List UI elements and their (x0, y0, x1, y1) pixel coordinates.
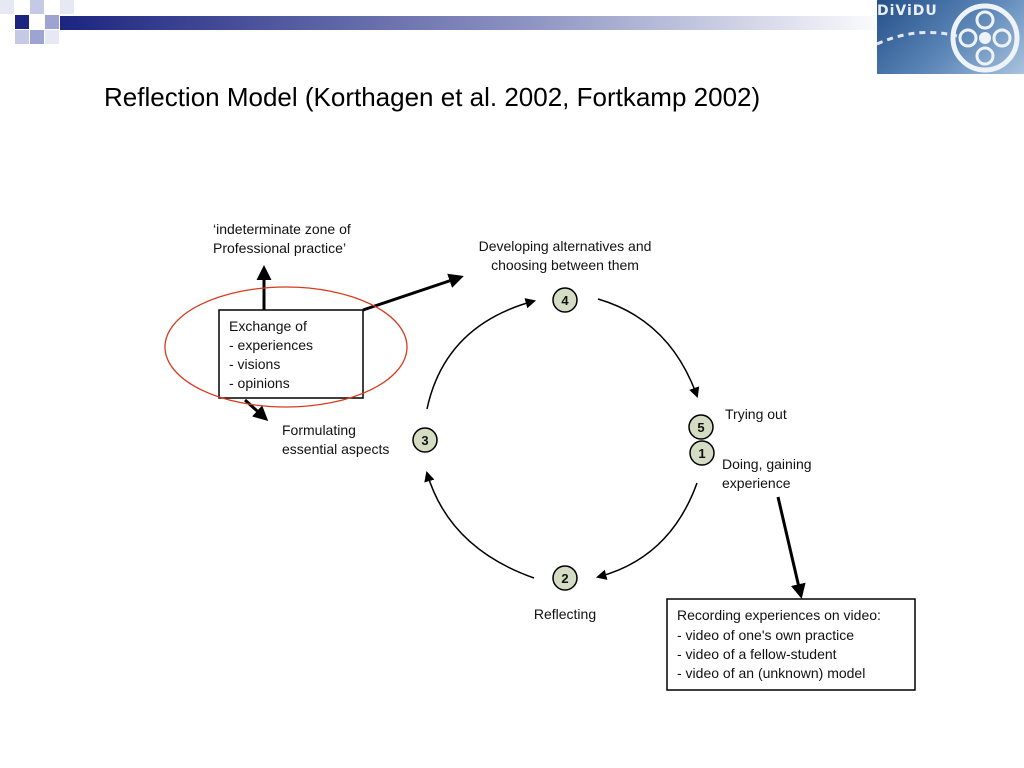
arrow-to-formulating (243, 398, 269, 422)
exchange-line: - experiences (229, 337, 313, 353)
step3-label-line: Formulating (282, 422, 356, 438)
logo-text: DiViDU (877, 3, 938, 19)
exchange-line: - opinions (229, 375, 290, 391)
step2-number: 2 (561, 571, 568, 586)
exchange-line: Exchange of (229, 318, 307, 334)
arrow-to-recording (776, 496, 806, 599)
deco-square (15, 15, 29, 29)
recording-line: Recording experiences on video: (677, 607, 881, 623)
film-reel-icon (877, 3, 1020, 73)
highlight-ellipse (164, 286, 408, 408)
recording-line: - video of one's own practice (677, 627, 854, 643)
slide-title: Reflection Model (Korthagen et al. 2002,… (104, 82, 761, 112)
step4-label-line: choosing between them (491, 257, 639, 273)
step2-circle (552, 565, 578, 591)
zone-label-line: Professional practice’ (213, 240, 346, 256)
step4-label-line: Developing alternatives and (479, 238, 652, 254)
deco-square (30, 0, 44, 14)
recording-line: - video of a fellow-student (677, 646, 837, 662)
step3-label-line: essential aspects (282, 441, 389, 457)
zone-label-line: ‘indeterminate zone of (213, 221, 351, 237)
arrow-3-to-4 (426, 298, 537, 410)
deco-square (15, 30, 29, 44)
step5-label: Trying out (725, 406, 787, 422)
recording-box (666, 598, 916, 691)
step1-number: 1 (698, 446, 705, 461)
step5-number: 5 (697, 420, 704, 435)
exchange-box (218, 309, 364, 399)
arrow-to-alternatives (362, 273, 464, 312)
step1-label-line: experience (722, 475, 791, 491)
header-band (0, 0, 890, 44)
step1-circle (689, 440, 715, 466)
step2-label: Reflecting (534, 606, 596, 622)
step4-number: 4 (561, 293, 569, 308)
step5-circle (688, 414, 714, 440)
exchange-line: - visions (229, 356, 280, 372)
step3-number: 3 (421, 433, 428, 448)
deco-square (45, 15, 59, 29)
arrow-4-to-5 (597, 298, 700, 398)
deco-square (45, 30, 59, 44)
deco-square (30, 30, 44, 44)
step4-circle (552, 287, 578, 313)
deco-square (60, 0, 74, 14)
arrow-1-to-2 (595, 482, 698, 580)
recording-line: - video of an (unknown) model (677, 665, 865, 681)
step1-label-line: Doing, gaining (722, 456, 812, 472)
deco-square (0, 0, 14, 14)
arrow-2-to-3 (424, 470, 535, 579)
dividu-logo: DiViDU (877, 0, 1024, 74)
step3-circle (412, 427, 438, 453)
